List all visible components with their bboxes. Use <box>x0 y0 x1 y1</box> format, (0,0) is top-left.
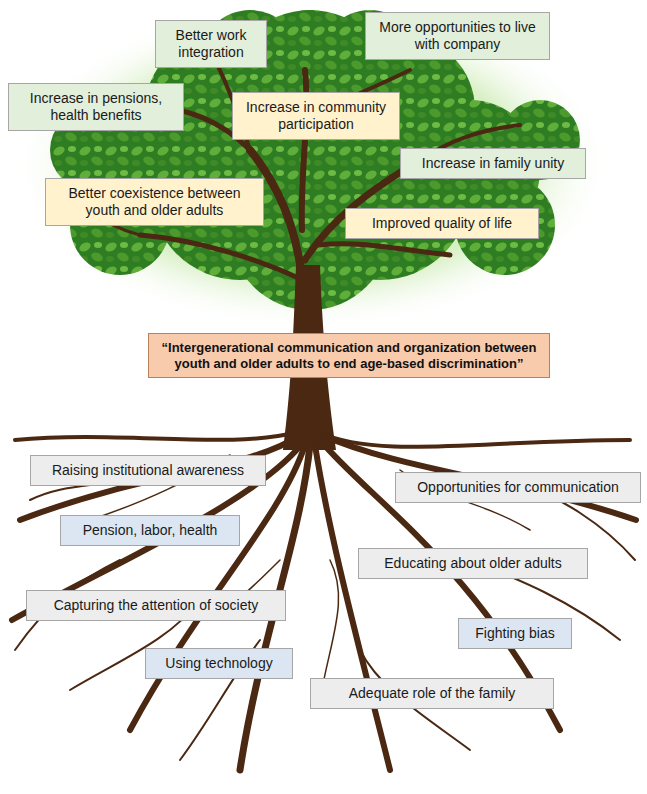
cause-box: Raising institutional awareness <box>30 455 266 486</box>
outcome-box: Increase in family unity <box>400 148 586 179</box>
cause-box: Capturing the attention of society <box>26 590 286 621</box>
box-text: Raising institutional awareness <box>38 462 258 479</box>
outcome-box: Increase in pensions, health benefits <box>8 83 184 131</box>
cause-box: Fighting bias <box>458 618 572 649</box>
box-text: Adequate role of the family <box>318 685 546 702</box>
box-text: Increase in community participation <box>240 99 392 133</box>
core-problem-box: “Intergenerational communication and org… <box>148 333 550 378</box>
box-text: Increase in pensions, health benefits <box>16 90 176 124</box>
outcome-box: Better coexistence between youth and old… <box>45 178 264 226</box>
box-text: Better coexistence between youth and old… <box>53 185 256 219</box>
outcome-box: More opportunities to live with company <box>365 12 550 60</box>
roots <box>12 432 636 770</box>
branch <box>318 244 450 255</box>
box-text: Increase in family unity <box>408 155 578 172</box>
root <box>15 432 298 440</box>
cause-box: Educating about older adults <box>358 548 588 579</box>
cause-box: Using technology <box>145 648 293 679</box>
branch <box>140 235 303 280</box>
box-text: Better work integration <box>163 27 259 61</box>
box-text: Fighting bias <box>466 625 564 642</box>
box-text: Improved quality of life <box>353 215 531 232</box>
root <box>318 432 630 447</box>
box-text: More opportunities to live with company <box>373 19 542 53</box>
box-text: Using technology <box>153 655 285 672</box>
cause-box: Adequate role of the family <box>310 678 554 709</box>
box-text: “Intergenerational communication and org… <box>156 340 542 371</box>
cause-box: Opportunities for communication <box>395 472 641 503</box>
outcome-box: Better work integration <box>155 20 267 68</box>
root <box>315 445 390 770</box>
root <box>20 435 300 520</box>
cause-box: Pension, labor, health <box>60 515 240 546</box>
box-text: Pension, labor, health <box>68 522 232 539</box>
outcome-box: Improved quality of life <box>345 208 539 239</box>
outcome-box: Increase in community participation <box>232 92 400 140</box>
box-text: Capturing the attention of society <box>34 597 278 614</box>
box-text: Educating about older adults <box>366 555 580 572</box>
box-text: Opportunities for communication <box>403 479 633 496</box>
